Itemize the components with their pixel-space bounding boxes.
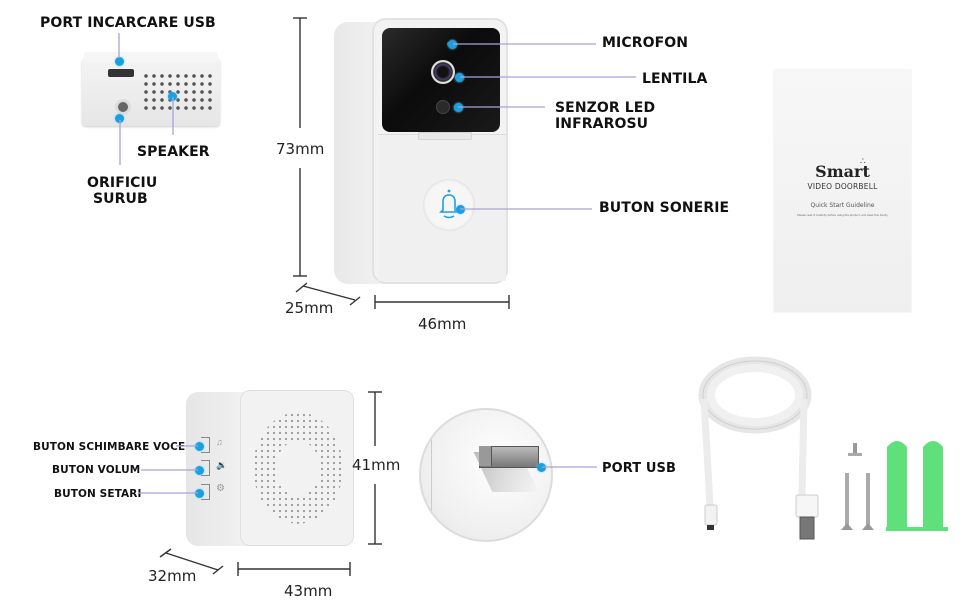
- dim-tick: [159, 548, 172, 558]
- closeup-edge: [431, 410, 432, 540]
- settings-button-marker: [195, 489, 204, 498]
- ring-button-marker: [456, 205, 465, 214]
- microphone-marker: [448, 40, 457, 49]
- doorbell: [330, 18, 510, 288]
- settings-icon: ⚙: [216, 483, 225, 494]
- volume-button-marker: [195, 466, 204, 475]
- quick-start-manual: Smart ∴ VIDEO DOORBELL Quick Start Guide…: [774, 70, 911, 312]
- label-ring-button: BUTON SONERIE: [599, 200, 730, 216]
- chime-depth-dimension: 32mm: [148, 567, 197, 585]
- label-lens: LENTILA: [642, 71, 708, 87]
- label-settings-button: BUTON SETARI: [54, 488, 142, 500]
- label-speaker: SPEAKER: [137, 144, 210, 160]
- label-usb-port: PORT USB: [602, 461, 677, 476]
- bell-icon: [439, 189, 459, 219]
- dim-doorbell-depth: [302, 285, 356, 301]
- chime-height-dimension: 41mm: [352, 456, 401, 474]
- chime-speaker-grille: [253, 412, 343, 524]
- label-screw-hole-2: SURUB: [93, 191, 148, 207]
- dim-tick: [295, 282, 308, 293]
- screws: [841, 443, 874, 530]
- camera-lens: [431, 60, 455, 84]
- label-voice-button: BUTON SCHIMBARE VOCE: [33, 441, 186, 453]
- label-ir-sensor-2: INFRAROSU: [555, 116, 649, 132]
- charging-unit: [82, 52, 222, 128]
- manual-note: Please read it carefully before using th…: [797, 214, 888, 217]
- settings-button[interactable]: [201, 484, 210, 500]
- usb-plug-tip: [479, 446, 492, 466]
- manual-subtitle: Quick Start Guideline: [810, 202, 875, 209]
- usb-charging-port: [108, 69, 134, 77]
- dim-tick: [212, 565, 224, 575]
- charging-unit-top: [84, 52, 218, 62]
- label-microphone: MICROFON: [602, 35, 689, 51]
- usb-port-closeup: [419, 408, 553, 542]
- ir-sensor: [436, 100, 450, 114]
- usb-charging-port-marker: [115, 57, 124, 66]
- manual-product: VIDEO DOORBELL: [807, 182, 878, 191]
- accessories-art: [698, 356, 948, 540]
- voice-button[interactable]: [201, 437, 210, 453]
- doorbell-height-dimension: 73mm: [276, 140, 325, 158]
- screw-hole: [115, 99, 131, 115]
- chime-receiver: ♫ 🔉 ⚙: [186, 390, 354, 546]
- manual-brand: Smart: [815, 162, 870, 181]
- doorbell-width-dimension: 46mm: [418, 315, 467, 333]
- wall-anchors: [886, 441, 948, 531]
- doorbell-depth-dimension: 25mm: [285, 299, 334, 317]
- volume-button[interactable]: [201, 460, 210, 476]
- lens-marker: [455, 73, 464, 82]
- speaker-marker: [168, 92, 177, 101]
- ir-sensor-marker: [454, 103, 463, 112]
- usb-cable: [698, 356, 819, 540]
- wifi-icon: ∴: [860, 156, 866, 166]
- voice-icon: ♫: [216, 437, 223, 447]
- ring-button[interactable]: [423, 179, 475, 231]
- label-ir-sensor-1: SENZOR LED: [555, 100, 656, 116]
- speaker-grille: [142, 72, 212, 112]
- label-volume-button: BUTON VOLUM: [52, 464, 141, 476]
- volume-icon: 🔉: [216, 460, 228, 470]
- label-screw-hole-1: ORIFICIU: [87, 175, 158, 191]
- chime-width-dimension: 43mm: [284, 582, 333, 600]
- voice-button-marker: [195, 442, 204, 451]
- usb-port-marker: [537, 463, 546, 472]
- dim-tick: [349, 296, 361, 306]
- label-usb-charging-port: PORT INCARCARE USB: [40, 15, 216, 31]
- doorbell-clip: [418, 132, 472, 140]
- accessories: [690, 355, 965, 555]
- screw-hole-marker: [115, 114, 124, 123]
